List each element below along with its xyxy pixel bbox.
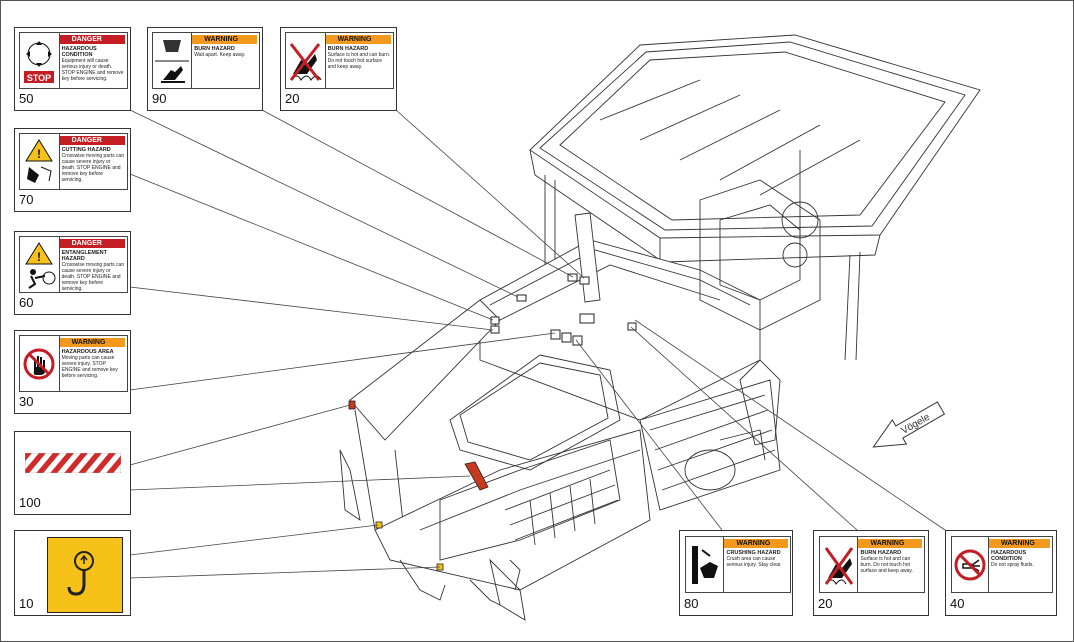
no-touch-hot-surface-icon: [286, 33, 326, 88]
no-entry-hand-icon: [20, 336, 60, 391]
entanglement-hazard-icon: !: [20, 237, 60, 292]
burn-hand-icon: [153, 33, 193, 88]
signal-word: WARNING: [325, 35, 391, 44]
hazard-title: BURN HAZARD: [860, 550, 902, 556]
svg-text:!: !: [37, 147, 41, 161]
hazard-text: Wait apart. Keep away.: [194, 52, 246, 58]
hazard-text: Crush area can cause serious injury. Sta…: [726, 556, 782, 568]
signal-word: WARNING: [724, 539, 788, 548]
hazard-title: HAZARDOUS CONDITION: [991, 550, 1027, 562]
stop-symbol-text: STOP: [27, 73, 51, 83]
crushing-hand-icon: [686, 537, 725, 592]
signal-word: DANGER: [59, 136, 125, 145]
hazard-text: Moving parts can cause severe injury. ST…: [61, 355, 118, 379]
signal-word: DANGER: [59, 35, 125, 44]
signal-word: WARNING: [192, 35, 257, 44]
label-number: 100: [19, 495, 41, 510]
hazard-title: BURN HAZARD: [327, 46, 369, 52]
signal-word: WARNING: [989, 539, 1050, 548]
label-number: 20: [285, 91, 300, 106]
signal-word: WARNING: [59, 338, 125, 347]
hazard-text: Equipment will cause serious injury or d…: [61, 58, 124, 82]
warning-stripe-decal: [25, 453, 121, 473]
crane-hook-icon: [67, 551, 94, 596]
hazard-title: CRUSHING HAZARD: [726, 550, 781, 556]
label-number: 10: [19, 596, 34, 611]
signal-word: DANGER: [59, 239, 125, 248]
lifting-point-decal: [47, 537, 123, 613]
hazard-text: Do not spray fluids.: [991, 562, 1034, 568]
svg-text:!: !: [37, 250, 41, 264]
cutting-hazard-icon: !: [20, 134, 60, 189]
label-number: 80: [684, 596, 699, 611]
hazard-title: ENTANGLEMENT HAZARD: [61, 250, 108, 262]
hazard-title: HAZARDOUS CONDITION: [61, 46, 97, 58]
no-spray-icon: [952, 537, 989, 592]
label-card-100: 100: [14, 431, 131, 515]
label-number: 70: [19, 192, 34, 207]
label-number: 40: [950, 596, 965, 611]
no-touch-hot-surface-icon: [820, 537, 859, 592]
hazard-text: Surface is hot and can burn. Do not touc…: [860, 556, 913, 574]
label-number: 90: [152, 91, 167, 106]
signal-word: WARNING: [858, 539, 922, 548]
label-card-10: 10: [14, 530, 131, 616]
hazard-title: HAZARDOUS AREA: [61, 349, 114, 355]
hazard-title: BURN HAZARD: [194, 46, 235, 52]
label-number: 20: [818, 596, 833, 611]
rotating-parts-stop-icon: STOP: [20, 33, 60, 88]
label-number: 30: [19, 394, 34, 409]
label-number: 60: [19, 295, 34, 310]
hazard-title: CUTTING HAZARD: [61, 147, 111, 153]
voegele-direction-arrow: Vögele: [872, 401, 946, 448]
label-number: 50: [19, 91, 34, 106]
hazard-text: Crosswise moving parts can cause severe …: [61, 262, 125, 292]
hazard-text: Surface is hot and can burn. Do not touc…: [327, 52, 391, 70]
hazard-text: Crosswise moving parts can cause severe …: [61, 153, 125, 183]
